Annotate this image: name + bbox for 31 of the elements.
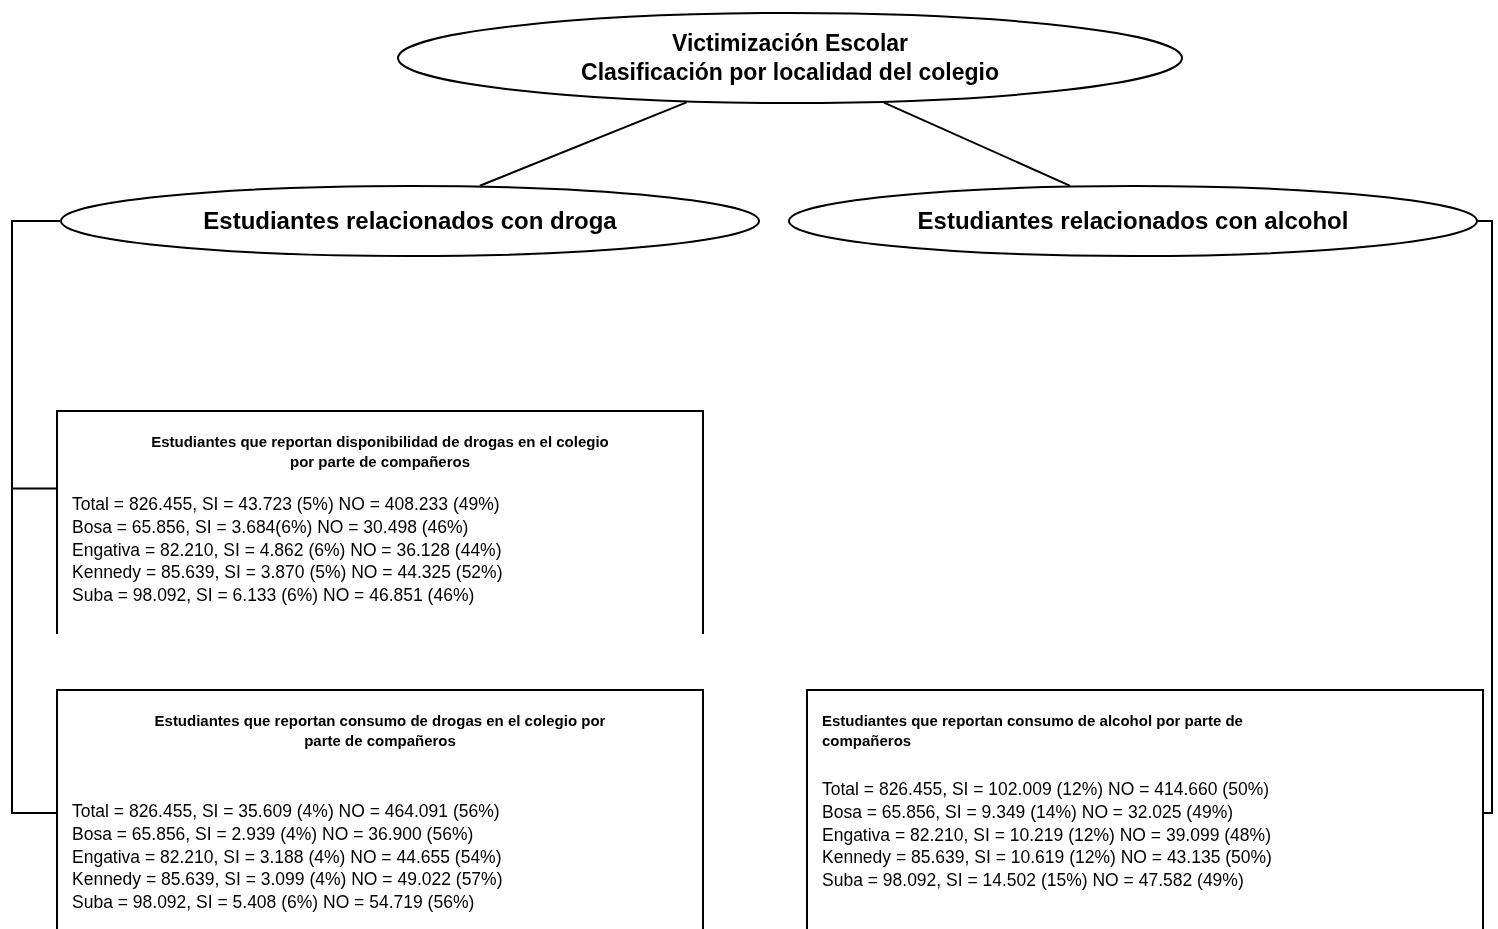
- node-title: Victimización Escolar: [671, 29, 909, 58]
- node-title: Clasificación por localidad del colegio: [581, 58, 999, 87]
- data-row-text: Kennedy = 85.639, SI = 3.099 (4%) NO = 49.022 (57%): [72, 868, 504, 891]
- data-box: [56, 689, 704, 929]
- data-row-text: Engativa = 82.210, SI = 3.188 (4%) NO = 44.655 (54%): [72, 845, 503, 869]
- data-row-text: Suba = 98.092, SI = 14.502 (15%) NO = 47.582 (49%): [822, 869, 1245, 892]
- connector-line: [883, 101, 1071, 187]
- data-box: [56, 410, 704, 634]
- data-row-text: Total = 826.455, SI = 102.009 (12%) NO = 414.660 (50%): [822, 778, 1271, 801]
- data-row-text: Suba = 98.092, SI = 6.133 (6%) NO = 46.851 (46%): [72, 584, 476, 607]
- data-row-text: Kennedy = 85.639, SI = 3.870 (5%) NO = 44.325 (52%): [72, 561, 504, 584]
- box-heading: Estudiantes que reportan consumo de drogas en el colegio por parte de compañeros: [153, 711, 607, 750]
- data-row-text: Bosa = 65.856, SI = 9.349 (14%) NO = 32.025 (49%): [822, 800, 1235, 824]
- data-row-text: Suba = 98.092, SI = 5.408 (6%) NO = 54.719 (56%): [72, 891, 476, 914]
- data-row-text: Total = 826.455, SI = 43.723 (5%) NO = 408.233 (49%): [72, 493, 501, 516]
- ellipse-node: [397, 12, 1183, 104]
- data-box: [806, 689, 1484, 929]
- ellipse-node: [60, 185, 760, 257]
- data-row-text: Total = 826.455, SI = 35.609 (4%) NO = 464.091 (56%): [72, 800, 501, 823]
- data-row-text: Engativa = 82.210, SI = 10.219 (12%) NO = 39.099 (48%): [822, 823, 1272, 847]
- node-title: Estudiantes relacionados con droga: [203, 206, 617, 236]
- ellipse-node: [788, 185, 1478, 257]
- data-row-text: Kennedy = 85.639, SI = 10.619 (12%) NO = 43.135 (50%): [822, 846, 1273, 869]
- connector-line: [478, 101, 688, 187]
- data-row-text: Bosa = 65.856, SI = 3.684(6%) NO = 30.498 (46%): [72, 515, 470, 539]
- data-row-text: Bosa = 65.856, SI = 2.939 (4%) NO = 36.900 (56%): [72, 822, 475, 846]
- box-heading: Estudiantes que reportan consumo de alcohol por parte de compañeros: [822, 711, 1244, 750]
- data-row-text: Engativa = 82.210, SI = 4.862 (6%) NO = 36.128 (44%): [72, 538, 503, 562]
- box-heading: Estudiantes que reportan disponibilidad de drogas en el colegio por parte de compañeros: [150, 432, 610, 471]
- node-title: Estudiantes relacionados con alcohol: [917, 206, 1349, 236]
- connector-line: [1477, 220, 1493, 814]
